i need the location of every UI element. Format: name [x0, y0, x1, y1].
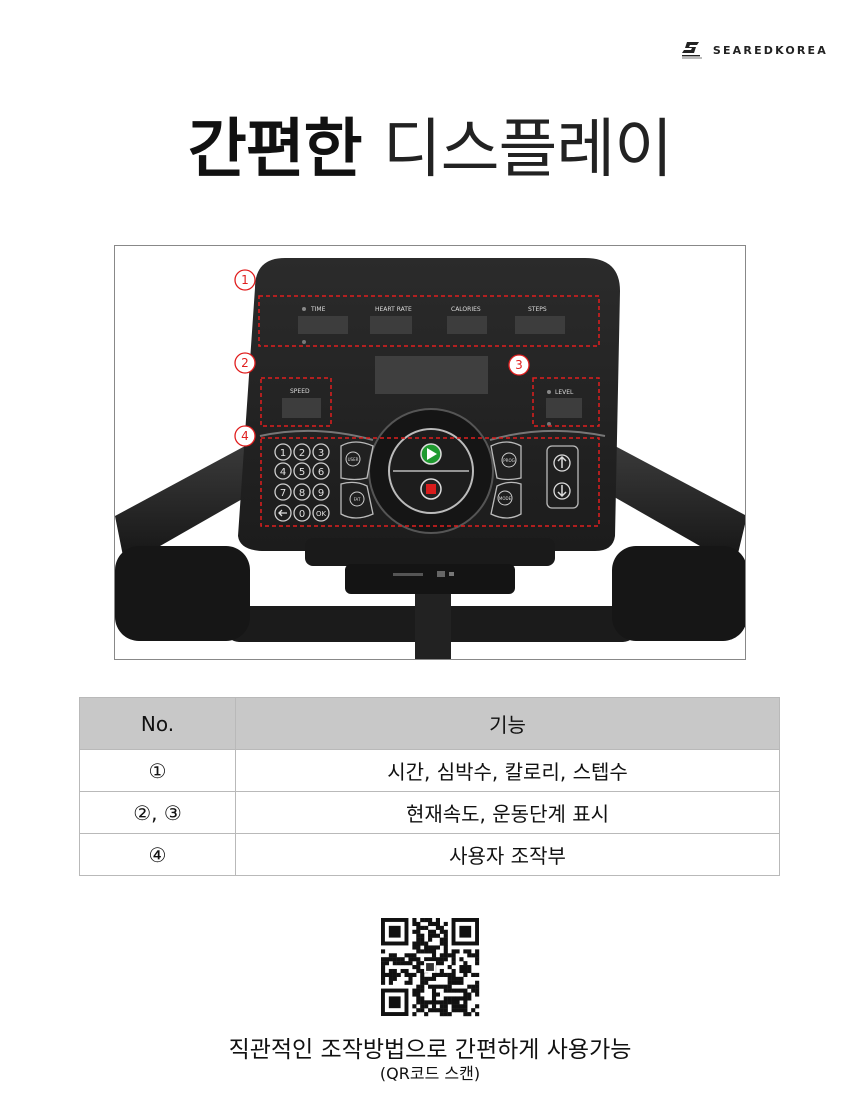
key-1-label: 1: [280, 448, 286, 459]
mode-button[interactable]: [497, 490, 513, 506]
table-cell-function: 현재속도, 운동단계 표시: [235, 791, 780, 834]
down-button[interactable]: [553, 482, 571, 500]
label-speed: SPEED: [290, 388, 310, 395]
table-row: ① 시간, 심박수, 칼로리, 스텝수: [79, 749, 780, 792]
key-7[interactable]: [274, 483, 292, 501]
speed-window: [282, 398, 321, 418]
time-window: [298, 316, 348, 334]
level-adjust-pad: [546, 445, 579, 509]
center-display: [375, 356, 488, 394]
key-5-label: 5: [299, 467, 305, 478]
label-calories: CALORIES: [451, 306, 481, 313]
fat-button-label: FAT: [354, 497, 361, 502]
key-2-label: 2: [299, 448, 305, 459]
key-1[interactable]: [274, 443, 292, 461]
key-4-label: 4: [280, 467, 286, 478]
back-arrow-icon: [278, 509, 287, 517]
arrow-up-icon: [557, 455, 567, 468]
page-title-light: 디스플레이: [382, 113, 673, 187]
label-time: TIME: [310, 306, 326, 313]
key-7-label: 7: [280, 488, 286, 499]
marker-3: [508, 354, 530, 376]
column-header-function: 기능: [235, 697, 780, 750]
marker-1-digit: 1: [241, 273, 249, 287]
right-handlebar: [595, 446, 745, 566]
user-button-label: USER: [348, 457, 359, 462]
page-title: 간편한 디스플레이: [0, 112, 860, 188]
heart-rate-window: [370, 316, 412, 334]
highlight-box-1: [258, 295, 600, 347]
marker-2: [234, 352, 256, 374]
back-key[interactable]: [274, 504, 292, 522]
table-row: ④ 사용자 조작부: [79, 833, 780, 876]
column-header-no: No.: [79, 697, 236, 750]
marker-3-digit: 3: [515, 358, 523, 372]
brand-logo-icon: [679, 40, 705, 60]
key-6-label: 6: [318, 467, 324, 478]
left-handlebar: [115, 446, 265, 566]
arrow-down-icon: [557, 485, 567, 498]
qr-sub-caption: (QR코드 스캔): [379, 1064, 481, 1083]
marker-2-digit: 2: [241, 356, 249, 370]
prog-button[interactable]: [501, 452, 517, 468]
fat-button[interactable]: [349, 491, 365, 507]
steps-window: [515, 316, 565, 334]
user-fat-pad: [340, 441, 374, 481]
up-button[interactable]: [553, 454, 571, 472]
key-9[interactable]: [312, 483, 330, 501]
table-cell-function: 사용자 조작부: [235, 833, 780, 876]
right-arm-housing: [612, 546, 745, 641]
key-8[interactable]: [293, 483, 311, 501]
key-3-label: 3: [318, 448, 324, 459]
console-stem: [345, 564, 515, 594]
label-heart-rate: HEART RATE: [375, 306, 412, 313]
table-cell-no: ④: [79, 833, 236, 876]
key-0-label: 0: [299, 509, 305, 520]
ok-key-label: OK: [316, 510, 327, 518]
highlight-box-3: [532, 377, 600, 427]
numeric-keypad: [274, 443, 330, 522]
table-row: ②, ③ 현재속도, 운동단계 표시: [79, 791, 780, 834]
key-8-label: 8: [299, 488, 305, 499]
highlight-box-4: [260, 437, 600, 527]
table-cell-no: ①: [79, 749, 236, 792]
table-cell-no: ②, ③: [79, 791, 236, 834]
key-4[interactable]: [274, 462, 292, 480]
function-table: No. 기능 ① 시간, 심박수, 칼로리, 스텝수 ②, ③ 현재속도, 운동…: [79, 697, 780, 876]
stop-icon: [426, 484, 436, 494]
brand-name: SEAREDKOREA: [712, 43, 828, 57]
play-icon: [427, 448, 437, 460]
label-level: LEVEL: [555, 389, 574, 396]
user-button[interactable]: [345, 451, 361, 467]
qr-code-icon[interactable]: [377, 914, 483, 1020]
table-header-row: No. 기능: [79, 697, 780, 750]
console-photo: TIME HEART RATE CALORIES STEPS SPEED LEV…: [114, 245, 746, 660]
prog-mode-pad: [490, 441, 522, 481]
qr-caption: 직관적인 조작방법으로 간편하게 사용가능: [228, 1037, 632, 1063]
key-5[interactable]: [293, 462, 311, 480]
page-title-bold: 간편한: [187, 113, 363, 187]
marker-4-digit: 4: [241, 429, 249, 443]
mode-button-label: MODE: [499, 496, 512, 501]
table-cell-function: 시간, 심박수, 칼로리, 스텝수: [235, 749, 780, 792]
marker-1: [234, 269, 256, 291]
calories-window: [447, 316, 487, 334]
marker-4: [234, 425, 256, 447]
highlight-box-2: [260, 377, 332, 427]
key-3[interactable]: [312, 443, 330, 461]
key-9-label: 9: [318, 488, 324, 499]
console-base: [305, 538, 555, 566]
key-6[interactable]: [312, 462, 330, 480]
brand-logo: SEAREDKOREA: [679, 40, 828, 60]
key-2[interactable]: [293, 443, 311, 461]
level-window: [546, 398, 582, 418]
prog-button-label: PROG: [503, 458, 514, 463]
ok-key[interactable]: [312, 504, 330, 522]
left-arm-housing: [115, 546, 250, 641]
key-0[interactable]: [293, 504, 311, 522]
label-steps: STEPS: [528, 306, 547, 313]
